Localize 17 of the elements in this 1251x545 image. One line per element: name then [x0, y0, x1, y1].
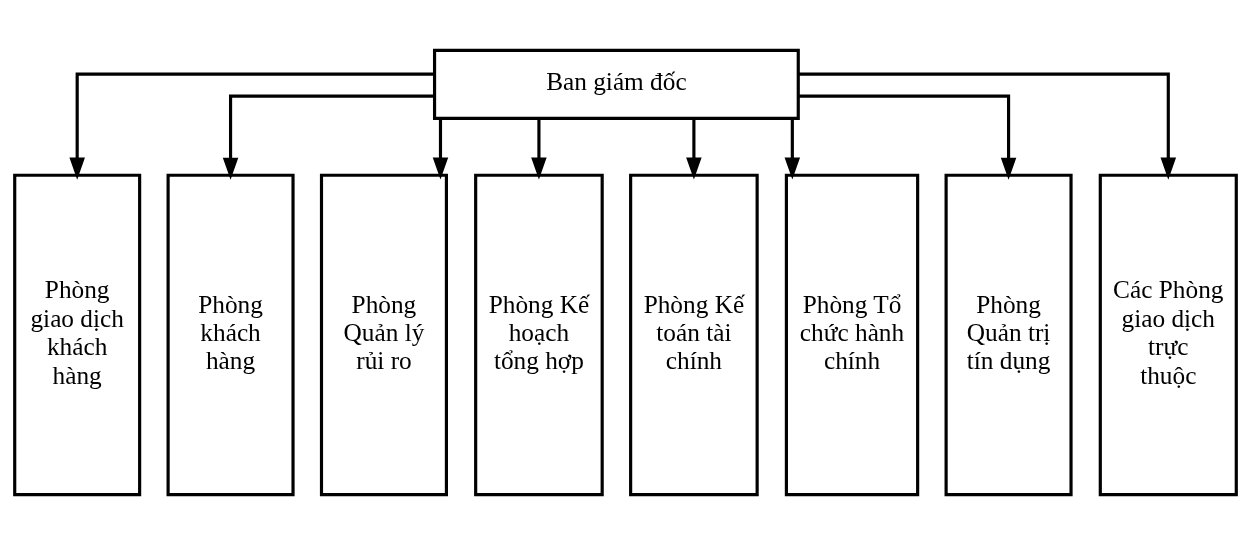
node-box: Phòng Kế toán tài chính — [629, 173, 759, 497]
node-box: Ban giám đốc — [433, 48, 800, 120]
arrow — [686, 118, 702, 180]
node-box: Các Phòng giao dịch trực thuộc — [1098, 173, 1238, 497]
arrow — [531, 118, 547, 180]
node-box: Phòng Tổ chức hành chính — [784, 173, 920, 497]
arrow — [69, 72, 434, 180]
node-box: Phòng Quản lý rủi ro — [319, 173, 448, 497]
arrow — [798, 94, 1017, 180]
arrow — [432, 118, 449, 180]
node-box: Phòng Kế hoạch tổng hợp — [474, 173, 604, 497]
arrow — [798, 72, 1177, 180]
node-box: Phòng giao dịch khách hàng — [13, 173, 142, 497]
arrow — [222, 94, 435, 180]
node-box: Phòng khách hàng — [166, 173, 295, 497]
arrow — [784, 118, 801, 180]
node-box: Phòng Quản trị tín dụng — [944, 173, 1073, 497]
